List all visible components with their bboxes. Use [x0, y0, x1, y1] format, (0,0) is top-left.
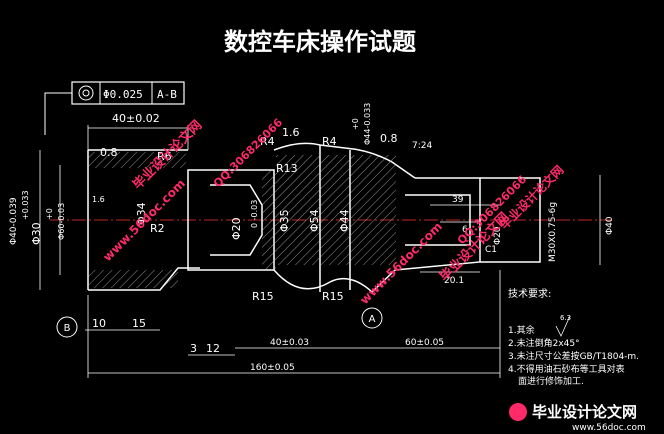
footer-watermark-cn: 毕业设计论文网	[532, 403, 637, 421]
dim-rough-16-small: 1.6	[92, 195, 105, 204]
dim-len-20-1: 20.1	[444, 276, 464, 286]
dim-dia-34: Φ34	[135, 202, 148, 225]
dim-dia-30-tol-top: +0	[45, 208, 54, 220]
dim-dia-40-left: Φ40-0.039	[9, 197, 19, 245]
footer-watermark: 毕业设计论文网 www.56doc.com	[509, 403, 646, 433]
watermark-logo-icon	[509, 403, 527, 421]
notes-heading: 技术要求:	[508, 287, 551, 300]
dim-r15-right: R15	[322, 290, 344, 303]
technical-notes: 技术要求: 6.3 1.其余 2.未注倒角2x45° 3.未注尺寸公差按GB/T…	[508, 287, 639, 387]
notes-line2: 2.未注倒角2x45°	[508, 337, 580, 349]
dim-len-10: 10	[92, 317, 106, 330]
dim-len-40-bottom: 40±0.03	[270, 338, 309, 348]
dim-dia-40-left-tol: +0.033	[21, 190, 30, 220]
dim-r6: R6	[157, 150, 172, 163]
dim-dia-20-tol: 0 -0.03	[250, 200, 259, 228]
dim-thread: M30X0.75-6g	[548, 202, 558, 262]
dim-len-60: 60±0.05	[405, 338, 444, 348]
drawing-title: 数控车床操作试题	[224, 28, 416, 56]
dim-dia-20-right: Φ20	[493, 226, 503, 245]
dim-dia-35: Φ35	[278, 209, 291, 232]
dim-len-160: 160±0.05	[250, 363, 295, 373]
dim-dia-30-tol-bot: Φ60-0.03	[57, 203, 66, 240]
dim-r15-left: R15	[252, 290, 274, 303]
concentricity-icon	[78, 85, 94, 101]
dim-len-40-top: 40±0.02	[112, 112, 160, 125]
notes-line4: 4.不得用油石砂布等工具对表	[508, 363, 625, 375]
notes-line3: 3.未注尺寸公差按GB/T1804-m.	[508, 350, 639, 362]
dimension-texts: 40±0.02 0.8 R6 R2 1.6 Φ40-0.039 +0.033 Φ…	[9, 103, 615, 373]
dim-r4-right: R4	[322, 135, 337, 148]
footer-watermark-url: www.56doc.com	[572, 423, 646, 433]
datum-a-label: A	[369, 314, 376, 325]
tolerance-datum: A-B	[157, 88, 177, 101]
dim-dia-20: Φ20	[230, 217, 243, 240]
dim-len-6: 6	[462, 225, 468, 235]
dim-dia-44: Φ44	[338, 209, 351, 232]
datum-marker-b: B	[56, 316, 78, 338]
dim-len-12: 12	[206, 342, 220, 355]
dim-dia-40-right: Φ40	[605, 216, 615, 235]
dim-rough-08-left: 0.8	[100, 146, 118, 159]
dim-len-3: 3	[190, 342, 197, 355]
roughness-icon	[555, 315, 571, 337]
dim-len-39: 39	[452, 195, 464, 205]
dim-r2: R2	[150, 222, 165, 235]
dim-rough-08-right: 0.8	[380, 132, 398, 145]
notes-roughness-symbol: 6.3	[560, 314, 571, 322]
dim-dia-44-tol-a: +0	[351, 118, 360, 130]
dim-c1: C1	[485, 245, 497, 255]
tolerance-value: Φ0.025	[103, 88, 143, 101]
notes-line1: 1.其余	[508, 324, 535, 336]
datum-marker-a: A	[361, 307, 383, 329]
dim-taper: 7:24	[412, 141, 432, 151]
section-hatching	[88, 152, 396, 288]
dim-r13: R13	[276, 162, 298, 175]
dim-dia-44-tol-b: Φ44-0.033	[363, 103, 372, 145]
dim-r4-left: R4	[260, 135, 275, 148]
dim-dia-54: Φ54	[308, 209, 321, 232]
tolerance-frame: Φ0.025 A-B	[44, 81, 185, 135]
notes-line5: 面进行修饰加工.	[518, 375, 584, 387]
datum-b-label: B	[64, 323, 71, 334]
dim-rough-16-top: 1.6	[282, 126, 300, 139]
dimension-lines	[39, 125, 601, 378]
dim-len-15: 15	[132, 317, 146, 330]
dim-dia-30: Φ30	[30, 222, 43, 245]
